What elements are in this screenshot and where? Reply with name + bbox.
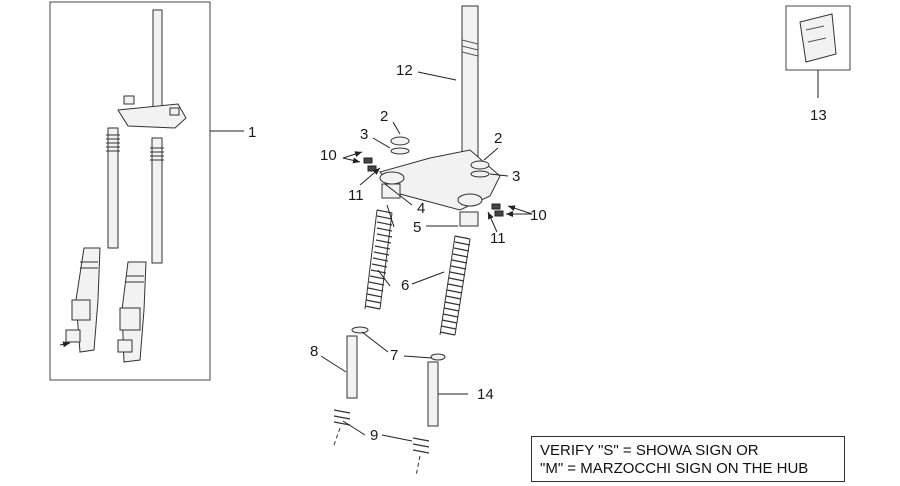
lower-springs bbox=[333, 409, 430, 477]
crown-bushings bbox=[381, 183, 479, 227]
fork-springs bbox=[364, 209, 471, 336]
callout-11-left: 11 bbox=[348, 187, 364, 204]
callout-7: 7 bbox=[390, 347, 398, 364]
spring-caps bbox=[351, 326, 446, 361]
callout-8: 8 bbox=[310, 343, 318, 360]
verification-note: VERIFY "S" = SHOWA SIGN OR "M" = MARZOCC… bbox=[531, 436, 845, 482]
note-line-2: "M" = MARZOCCHI SIGN ON THE HUB bbox=[540, 460, 809, 477]
callout-6: 6 bbox=[401, 277, 409, 294]
callout-4: 4 bbox=[417, 200, 425, 217]
callout-2-left: 2 bbox=[380, 108, 388, 125]
callout-12: 12 bbox=[396, 62, 413, 79]
callout-2-right: 2 bbox=[494, 130, 502, 147]
callout-3-left: 3 bbox=[360, 126, 368, 143]
callout-13: 13 bbox=[810, 107, 827, 124]
steering-stem bbox=[461, 5, 479, 167]
callout-3-right: 3 bbox=[512, 168, 520, 185]
damper-rods bbox=[346, 335, 439, 427]
assembled-fork-inset bbox=[49, 1, 211, 381]
callout-9: 9 bbox=[370, 427, 378, 444]
bracket-part-13 bbox=[785, 5, 851, 98]
small-parts bbox=[363, 136, 504, 217]
callout-10-right: 10 bbox=[530, 207, 547, 224]
callout-10-left: 10 bbox=[320, 147, 337, 164]
note-line-1: VERIFY "S" = SHOWA SIGN OR bbox=[540, 442, 759, 459]
callout-5: 5 bbox=[413, 219, 421, 236]
callout-1: 1 bbox=[248, 124, 256, 141]
lower-crown bbox=[379, 149, 501, 211]
callout-11-right: 11 bbox=[490, 230, 506, 247]
callout-14: 14 bbox=[477, 386, 494, 403]
